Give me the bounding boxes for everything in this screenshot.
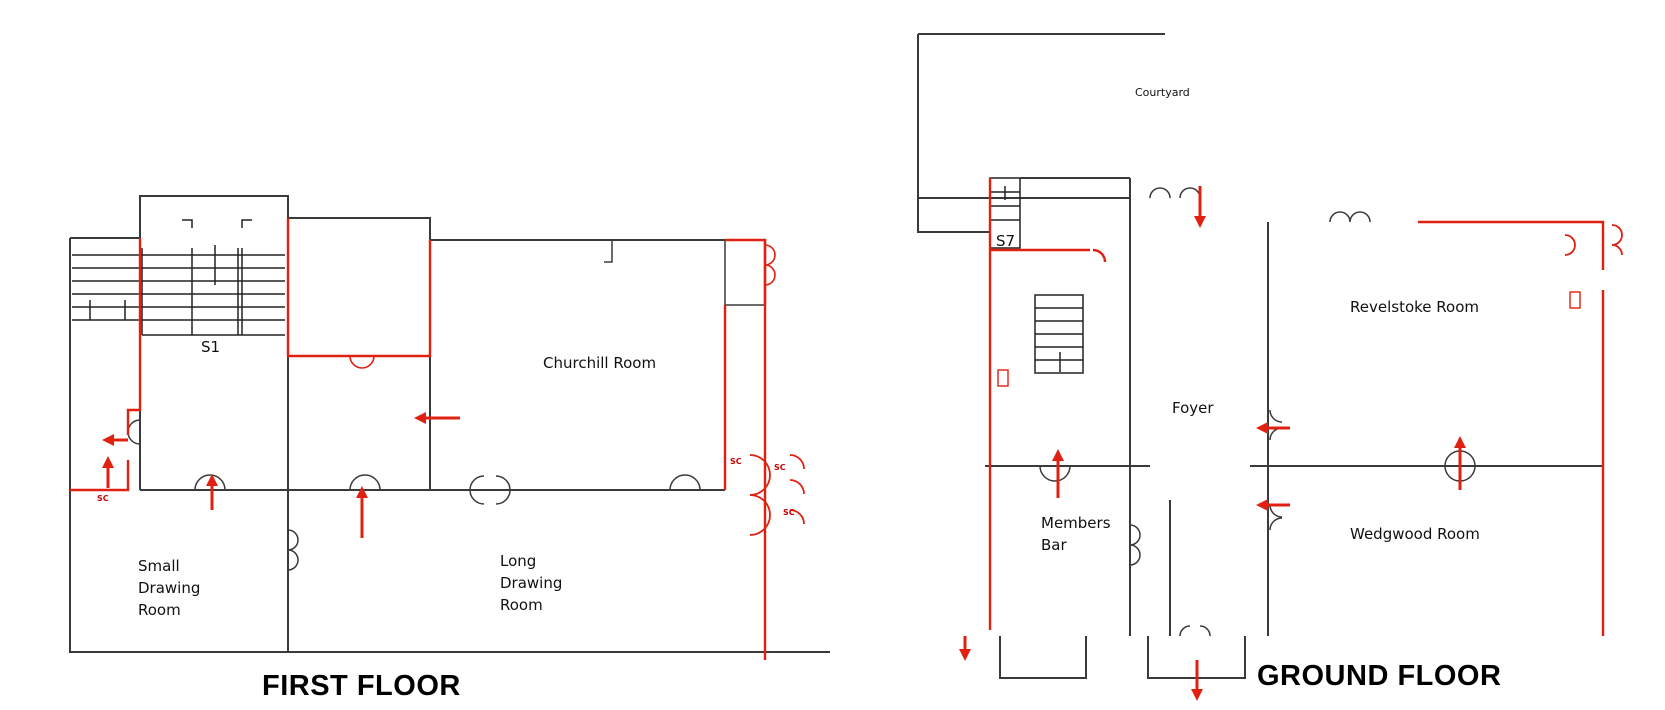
first-floor-title: FIRST FLOOR bbox=[262, 670, 461, 702]
ground-floor-fire-routes bbox=[988, 178, 1623, 636]
room-label-courtyard: Courtyard bbox=[1135, 86, 1190, 99]
self-closer-label: SC bbox=[783, 508, 795, 517]
door bbox=[1149, 187, 1201, 199]
ground-floor-plan bbox=[917, 33, 1603, 679]
first-floor-outer-wall bbox=[70, 195, 725, 241]
door bbox=[1269, 409, 1283, 531]
ground-floor-outer-wall-2 bbox=[917, 198, 990, 233]
stair-s1 bbox=[72, 219, 285, 336]
door bbox=[287, 529, 299, 571]
door bbox=[1039, 465, 1071, 482]
ground-floor-title: GROUND FLOOR bbox=[1257, 660, 1502, 692]
room-label-small-drawing: Small Drawing Room bbox=[138, 557, 201, 619]
lobby-wall bbox=[724, 240, 766, 306]
room-label-s1: S1 bbox=[201, 338, 221, 356]
room-label-foyer: Foyer bbox=[1172, 399, 1214, 417]
first-floor-fire-routes bbox=[70, 218, 805, 660]
wall bbox=[999, 636, 1087, 679]
door bbox=[604, 240, 613, 263]
room-label-s7: S7 bbox=[996, 232, 1016, 250]
room-label-long-drawing: Long Drawing Room bbox=[500, 552, 563, 614]
door bbox=[194, 474, 701, 491]
fire-extinguisher-icon bbox=[997, 369, 1009, 387]
room-label-churchill: Churchill Room bbox=[543, 354, 657, 372]
room-label-revelstoke: Revelstoke Room bbox=[1350, 298, 1479, 316]
fire-extinguisher-icon bbox=[1569, 291, 1581, 309]
room-label-members-bar: Members Bar bbox=[1041, 514, 1111, 554]
stair-s7 bbox=[989, 177, 1084, 374]
door bbox=[1444, 450, 1476, 482]
door bbox=[1179, 625, 1211, 637]
door bbox=[1329, 211, 1371, 223]
ground-floor-exit-arrows bbox=[959, 186, 1466, 701]
door bbox=[469, 475, 511, 505]
first-floor-bottom-wall bbox=[69, 238, 830, 653]
self-closer-label: SC bbox=[774, 463, 786, 472]
door bbox=[127, 419, 141, 445]
self-closer-label: SC bbox=[97, 494, 109, 503]
room-label-wedgwood: Wedgwood Room bbox=[1350, 525, 1480, 543]
first-floor-exit-arrows bbox=[102, 412, 460, 538]
self-closer-label: SC bbox=[730, 457, 742, 466]
door bbox=[1129, 524, 1141, 566]
